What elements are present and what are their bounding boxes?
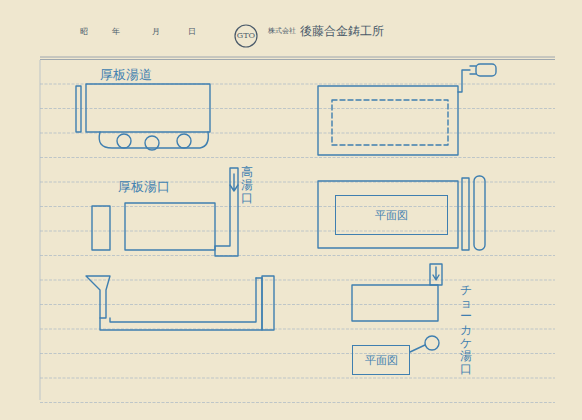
plan-box: 平面図 (335, 195, 448, 235)
ruled-line (40, 182, 555, 183)
part-label: 厚板湯道 (100, 68, 152, 82)
header-text: 年 (112, 28, 120, 37)
ruled-line (40, 280, 555, 281)
plan-box: 平面図 (352, 345, 410, 375)
plan-label: 平面図 (375, 208, 408, 223)
ruled-line (40, 206, 555, 207)
plan-label: 平面図 (365, 353, 398, 368)
header-text: 株式会社 (268, 28, 296, 36)
ruled-lines (40, 57, 555, 60)
ruled-line (40, 157, 555, 158)
vertical-label: チョーカケ湯口 (460, 284, 472, 376)
ruled-line (40, 108, 555, 109)
ruled-line (40, 402, 555, 403)
header-text: GTO (237, 32, 255, 41)
casting-sketch (76, 25, 496, 352)
ruled-line (40, 255, 555, 256)
header-text: 昭 (80, 28, 88, 37)
header-text: 月 (152, 28, 160, 37)
header-text: 日 (188, 28, 196, 37)
ruled-line (40, 304, 555, 305)
ruled-line (40, 378, 555, 379)
vertical-label: 高湯口 (241, 166, 253, 206)
part-label: 厚板湯口 (118, 180, 170, 194)
ruled-line (40, 231, 555, 232)
ruled-line (40, 353, 555, 354)
header-text: 後藤合金鋳工所 (300, 25, 384, 38)
